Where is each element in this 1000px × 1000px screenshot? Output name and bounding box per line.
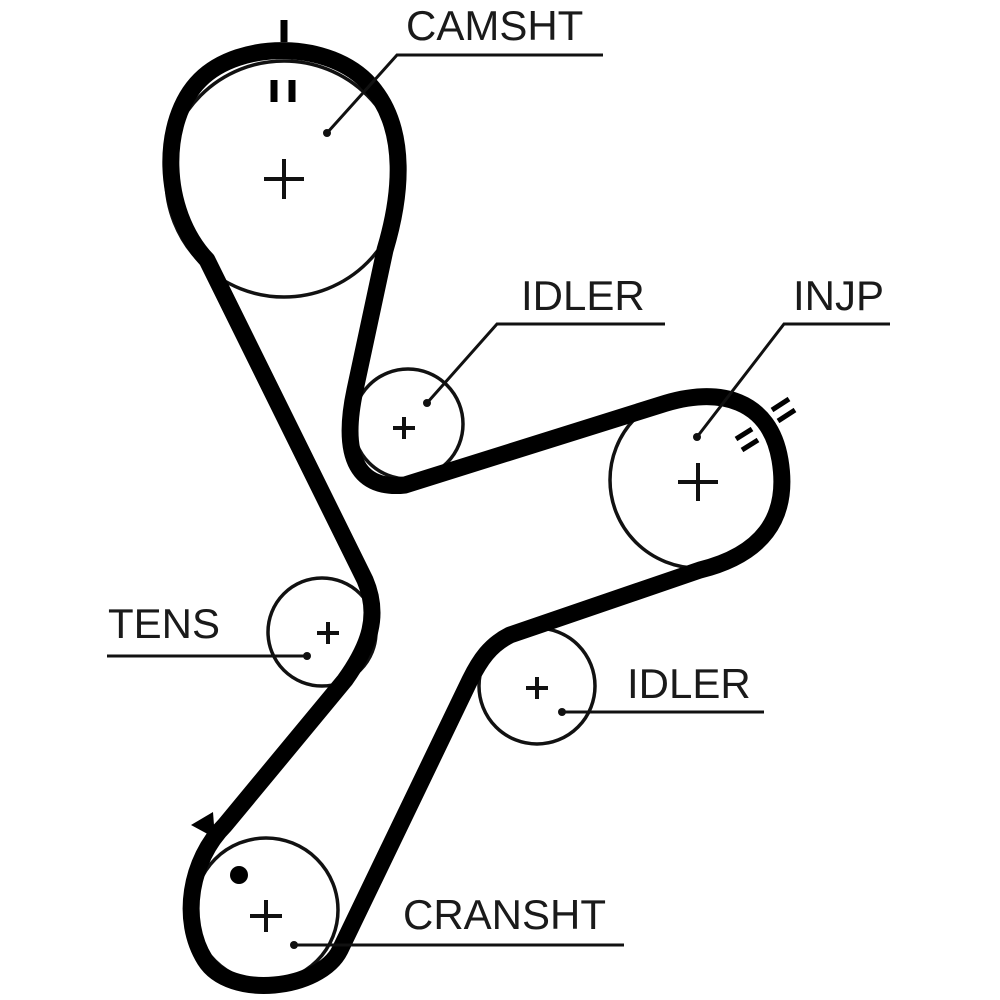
- crankshaft-timing-dot-icon: [230, 866, 248, 884]
- idler-upper-label: IDLER: [521, 272, 645, 319]
- tensioner-leader: [107, 652, 311, 660]
- idler-upper-hub-icon: [393, 417, 415, 439]
- idler-lower-hub-icon: [526, 677, 548, 699]
- camshaft-label: CAMSHT: [406, 2, 583, 49]
- crankshaft-label: CRANSHT: [403, 891, 606, 938]
- camshaft-leader: [323, 53, 603, 137]
- tensioner-label: TENS: [108, 600, 220, 647]
- camshaft-timing-mark-inner-icon: [270, 80, 296, 102]
- injection-pump-label: INJP: [793, 272, 884, 319]
- camshaft-hub-icon: [264, 159, 304, 199]
- injp-timing-mark-outer-icon: [770, 396, 797, 424]
- idler-upper-leader: [423, 322, 665, 407]
- idler-lower-label: IDLER: [627, 660, 751, 707]
- idler-lower-leader: [558, 708, 764, 716]
- timing-belt: [162, 42, 791, 994]
- rotation-direction-arrow-icon: [191, 812, 215, 838]
- injp-timing-mark-inner-icon: [734, 426, 760, 453]
- idler-upper-pulley: [351, 367, 465, 481]
- crankshaft-hub-icon: [250, 900, 282, 932]
- tensioner-hub-icon: [317, 622, 339, 644]
- injp-leader: [693, 322, 890, 441]
- injp-hub-icon: [678, 463, 718, 501]
- crankshaft-leader: [290, 941, 624, 949]
